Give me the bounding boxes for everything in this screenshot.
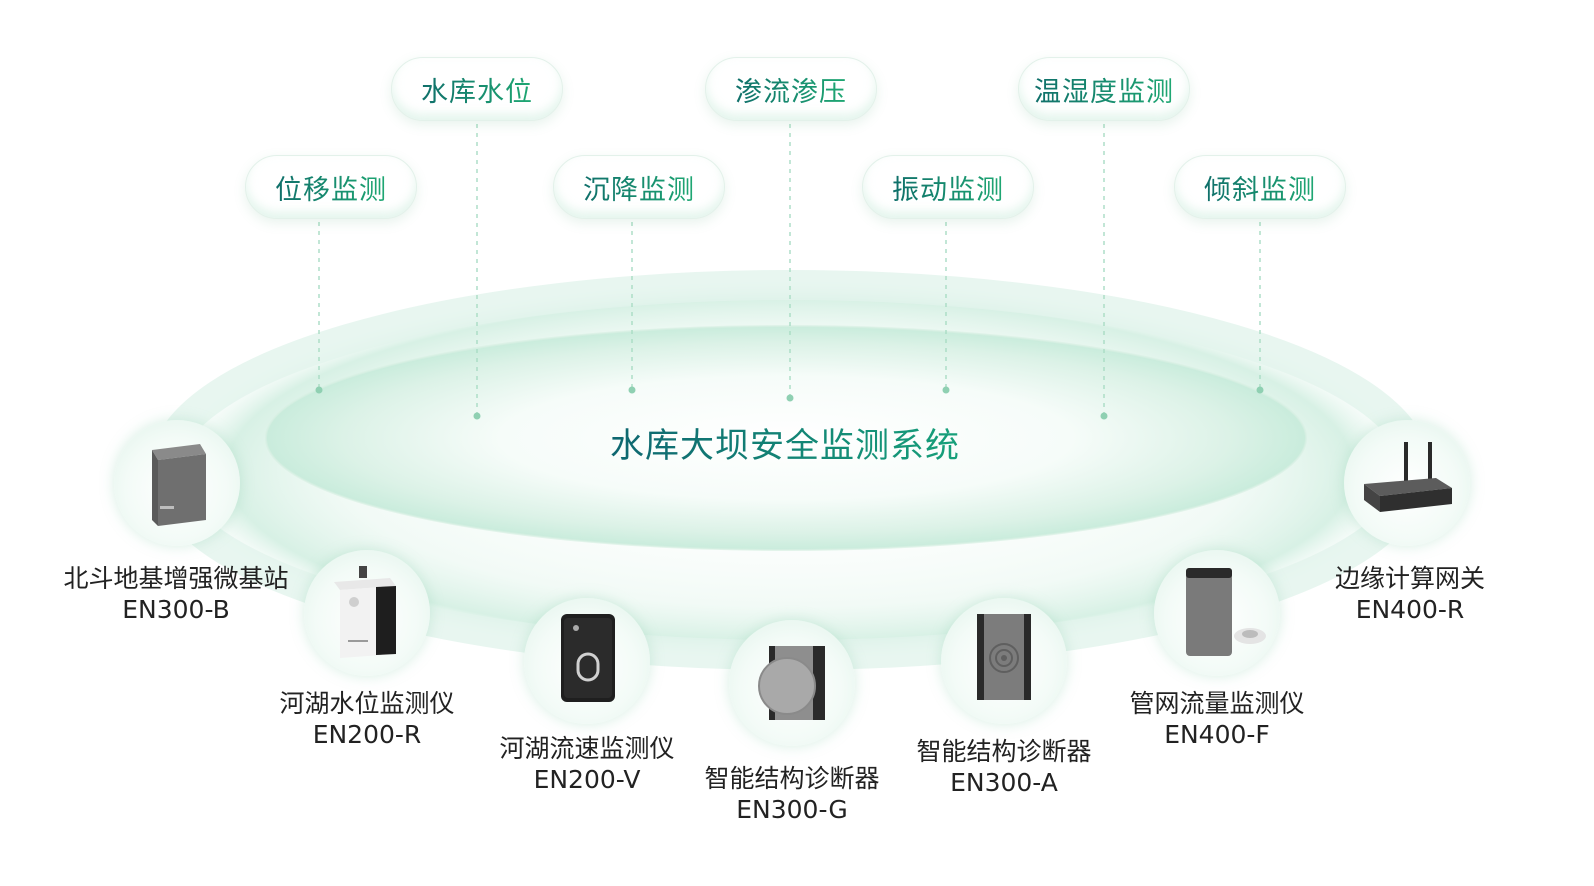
monitor-item-settlement: 沉降监测 — [553, 155, 725, 219]
device-label-en400-f: 管网流量监测仪 EN400-F — [1129, 689, 1305, 749]
device-disc-en400-f — [1154, 550, 1280, 676]
edge-gateway-icon — [1364, 442, 1452, 512]
connector-dot — [315, 386, 323, 394]
connector-dot — [942, 386, 950, 394]
device-disc-en300-a — [941, 598, 1067, 724]
system-title: 水库大坝安全监测系统 — [610, 426, 960, 466]
pipe-flow-meter-icon — [1186, 568, 1266, 656]
inner-disc — [266, 326, 1306, 550]
connector-dot — [473, 412, 481, 420]
connector-dot — [786, 394, 794, 402]
monitor-item-seepage: 渗流渗压 — [705, 57, 877, 121]
device-disc-en400-r — [1344, 420, 1470, 546]
structure-diagnoser-a-icon — [977, 614, 1031, 700]
device-label-en200-r: 河湖水位监测仪 EN200-R — [279, 689, 455, 749]
device-label-en300-g: 智能结构诊断器 EN300-G — [704, 764, 880, 824]
structure-diagnoser-g-icon — [758, 646, 825, 720]
monitor-item-vibration: 振动监测 — [862, 155, 1034, 219]
device-disc-en200-r — [304, 550, 430, 676]
device-label-en400-r: 边缘计算网关 EN400-R — [1334, 564, 1485, 624]
water-level-meter-icon — [334, 566, 396, 658]
monitor-item-reservoir-level: 水库水位 — [391, 57, 563, 121]
device-disc-en200-v — [524, 598, 650, 724]
device-label-en300-a: 智能结构诊断器 EN300-A — [916, 737, 1092, 797]
device-disc-en300-g — [729, 620, 855, 746]
monitor-item-displacement: 位移监测 — [245, 155, 417, 219]
monitor-item-temp-humidity: 温湿度监测 — [1018, 57, 1190, 121]
device-label-en300-b: 北斗地基增强微基站 EN300-B — [63, 564, 289, 624]
device-disc-en300-b — [114, 420, 240, 546]
monitor-item-tilt: 倾斜监测 — [1174, 155, 1346, 219]
connector-dot — [628, 386, 636, 394]
gnss-station-icon — [152, 444, 206, 526]
connector-dot — [1100, 412, 1108, 420]
connector-dot — [1256, 386, 1264, 394]
device-label-en200-v: 河湖流速监测仪 EN200-V — [499, 734, 675, 794]
flow-velocity-meter-icon — [561, 614, 615, 702]
